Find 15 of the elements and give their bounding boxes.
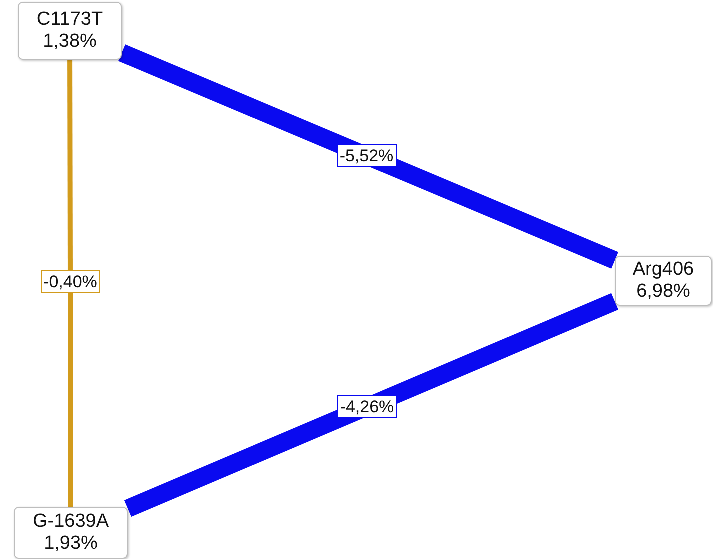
node-label: 6,98% — [636, 281, 690, 303]
node-box — [14, 507, 128, 559]
node-label: 1,38% — [43, 31, 97, 53]
edge-label: -4,26% — [337, 396, 398, 418]
node-box — [18, 2, 122, 60]
node-label: Arg406 — [632, 259, 694, 281]
connector-line — [124, 293, 619, 518]
node-label: G-1639A — [32, 511, 110, 533]
edge-label: -0,40% — [40, 270, 100, 294]
node-box — [615, 256, 712, 306]
connector-line — [118, 44, 618, 269]
node-label: C1173T — [36, 9, 104, 31]
connector-line — [68, 60, 74, 507]
edge-label: -5,52% — [336, 144, 397, 168]
node-label: 1,93% — [44, 533, 98, 555]
